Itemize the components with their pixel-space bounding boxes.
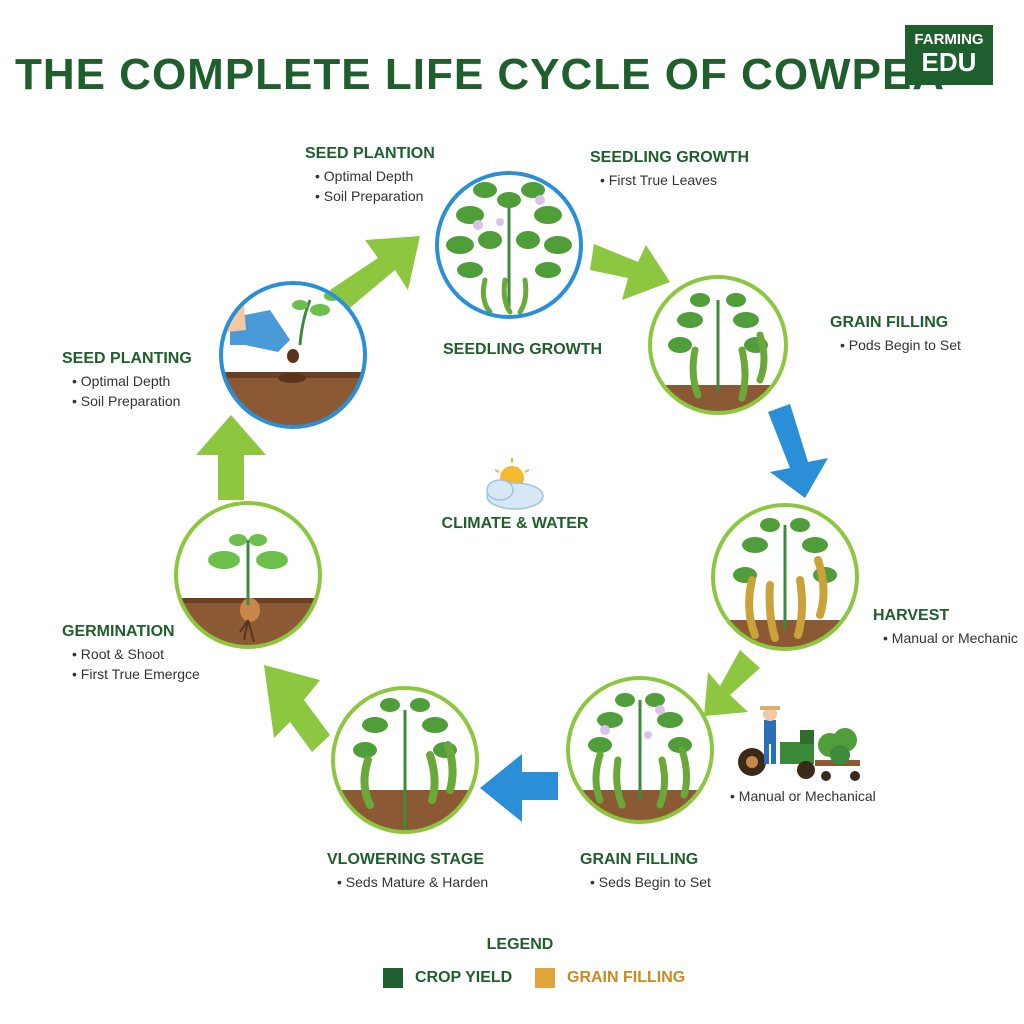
label-seed-planting: SEED PLANTING Optimal Depth Soil Prepara… <box>62 349 192 411</box>
label-heading: HARVEST <box>873 607 950 624</box>
label-bullet: Optimal Depth <box>62 371 192 391</box>
label-grain-filling-right: GRAIN FILLING Pods Begin to Set <box>830 313 961 355</box>
label-bullet: First True Leaves <box>590 170 749 190</box>
label-bullet: Root & Shoot <box>62 644 200 664</box>
legend-label: GRAIN FILLING <box>567 969 686 986</box>
stage-seedling-growth-image <box>435 171 583 319</box>
legend-item-crop-yield: CROP YIELD <box>383 968 512 988</box>
label-seed-plantion: SEED PLANTION Optimal Depth Soil Prepara… <box>305 144 435 206</box>
legend-title: LEGEND <box>486 936 554 953</box>
label-bullet: Pods Begin to Set <box>830 335 961 355</box>
blue-arrow-down <box>768 404 828 498</box>
label-bullet: Soil Preparation <box>305 186 435 206</box>
label-bullet: Soil Preparation <box>62 391 192 411</box>
label-seedling-growth-top: SEEDLING GROWTH First True Leaves <box>590 148 749 190</box>
climate-water-label: CLIMATE & WATER <box>441 515 589 532</box>
green-arrow-up-left <box>196 415 266 500</box>
label-heading: SEED PLANTION <box>305 145 435 162</box>
label-bullet: First True Emergce <box>62 664 200 684</box>
legend-swatch-grain-filling <box>535 968 555 988</box>
label-heading: SEED PLANTING <box>62 350 192 367</box>
label-bullet: Seds Mature & Harden <box>327 872 488 892</box>
stage-flowering-image <box>331 686 479 834</box>
label-heading: SEEDLING GROWTH <box>443 341 603 358</box>
blue-arrow-left <box>480 754 558 822</box>
label-seedling-growth-center: SEEDLING GROWTH <box>443 340 602 362</box>
label-bullet: Manual or Mechanical <box>720 786 876 806</box>
farmer-tractor-icon <box>738 706 860 781</box>
logo-line2: EDU <box>921 47 977 77</box>
green-arrow-to-right <box>590 244 670 300</box>
label-germination: GERMINATION Root & Shoot First True Emer… <box>62 622 200 684</box>
label-heading: GRAIN FILLING <box>830 314 949 331</box>
label-heading: VLOWERING STAGE <box>327 851 485 868</box>
legend-item-grain-filling: GRAIN FILLING <box>535 968 685 988</box>
label-heading: GRAIN FILLING <box>580 851 699 868</box>
cycle-arrows <box>196 236 828 822</box>
sun-cloud-icon <box>486 458 544 510</box>
label-grain-filling-bottom: GRAIN FILLING Seds Begin to Set <box>580 850 711 892</box>
logo-line1: FARMING <box>914 31 984 48</box>
label-bullet: Manual or Mechanic <box>873 628 1018 648</box>
legend-swatch-crop-yield <box>383 968 403 988</box>
label-heading: SEEDLING GROWTH <box>590 149 750 166</box>
label-bullet: Seds Begin to Set <box>580 872 711 892</box>
green-arrow-to-top <box>330 236 420 312</box>
label-vlowering-stage: VLOWERING STAGE Seds Mature & Harden <box>327 850 488 892</box>
stage-germination-image <box>174 501 322 649</box>
label-heading: GERMINATION <box>62 623 175 640</box>
farming-edu-logo: FARMING EDU <box>905 25 993 85</box>
green-arrow-down-left <box>704 650 760 716</box>
label-bullet: Optimal Depth <box>305 166 435 186</box>
page-title: THE COMPLETE LIFE CYCLE OF COWPEA <box>14 50 946 99</box>
label-harvest: HARVEST Manual or Mechanic <box>873 606 1018 648</box>
stage-grain-filling-image <box>648 275 788 415</box>
stage-harvest-image <box>711 503 859 651</box>
green-arrow-up-left-2 <box>264 665 330 752</box>
legend-label: CROP YIELD <box>415 969 513 986</box>
stage-grain-filling-bottom-image <box>566 676 714 824</box>
label-tractor-caption: Manual or Mechanical <box>720 786 876 806</box>
